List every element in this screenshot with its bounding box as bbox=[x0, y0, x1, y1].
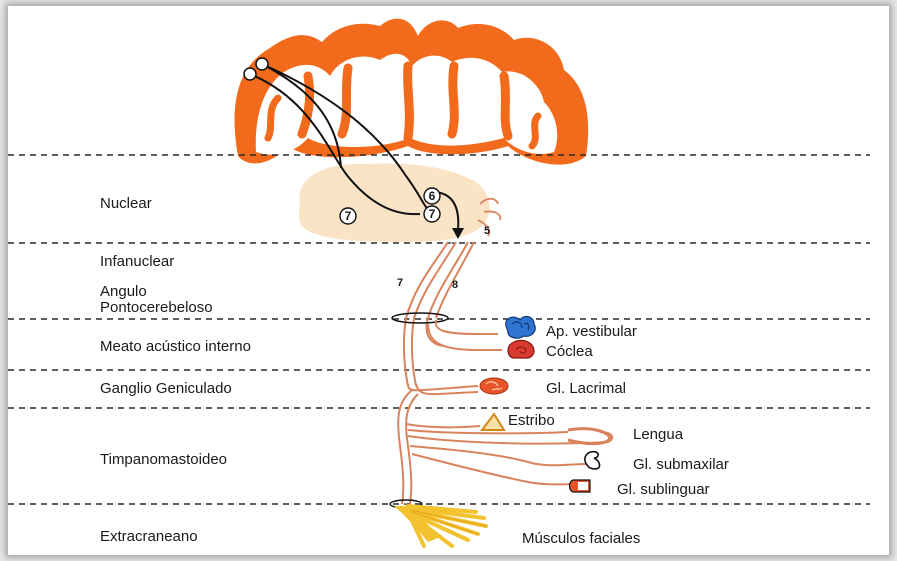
facial-nerve-diagram: 7 6 7 5 7 8 bbox=[8, 6, 889, 555]
stapes-icon bbox=[482, 414, 504, 430]
level-ganglio: Ganglio Geniculado bbox=[100, 380, 232, 397]
nucleus-7-left: 7 bbox=[340, 208, 356, 224]
facial-muscles bbox=[394, 506, 486, 546]
lacrimal-gland-icon bbox=[480, 378, 508, 394]
nucleus-7-right: 7 bbox=[424, 206, 440, 222]
sublingual-gland-icon bbox=[570, 480, 591, 492]
cortical-neuron-1 bbox=[256, 58, 268, 70]
label-submaxilar: Gl. submaxilar bbox=[633, 456, 729, 473]
tongue-icon bbox=[568, 429, 610, 444]
brainstem bbox=[299, 164, 501, 242]
nerve-number-7: 7 bbox=[397, 277, 403, 289]
level-nuclear: Nuclear bbox=[100, 195, 152, 212]
label-musculos: Músculos faciales bbox=[522, 530, 640, 547]
svg-text:7: 7 bbox=[429, 207, 436, 221]
nerve-number-5: 5 bbox=[484, 225, 490, 237]
level-meato: Meato acústico interno bbox=[100, 338, 251, 355]
label-sublingual: Gl. sublinguar bbox=[617, 481, 710, 498]
label-estribo: Estribo bbox=[508, 412, 555, 429]
label-vestibular: Ap. vestibular bbox=[546, 323, 637, 340]
level-angulo: Angulo bbox=[100, 283, 147, 300]
diagram-frame: 7 6 7 5 7 8 bbox=[8, 6, 889, 555]
label-lacrimal: Gl. Lacrimal bbox=[546, 380, 626, 397]
level-infranuclear: Infanuclear bbox=[100, 253, 174, 270]
level-pontocerebeloso: Pontocerebeloso bbox=[100, 299, 213, 316]
cochlea-icon bbox=[508, 340, 534, 358]
submaxillary-gland-icon bbox=[585, 452, 600, 469]
label-coclea: Cóclea bbox=[546, 343, 593, 360]
nucleus-6: 6 bbox=[424, 188, 440, 204]
level-extra: Extracraneano bbox=[100, 528, 198, 545]
svg-text:6: 6 bbox=[429, 189, 436, 203]
cortical-neuron-2 bbox=[244, 68, 256, 80]
svg-text:7: 7 bbox=[345, 209, 352, 223]
nerve-number-8: 8 bbox=[452, 279, 458, 291]
facial-nerve-trunk bbox=[392, 242, 474, 386]
brain-cortex bbox=[235, 19, 589, 165]
vestibular-apparatus-icon bbox=[506, 317, 536, 339]
label-lengua: Lengua bbox=[633, 426, 684, 443]
level-timpano: Timpanomastoideo bbox=[100, 451, 227, 468]
